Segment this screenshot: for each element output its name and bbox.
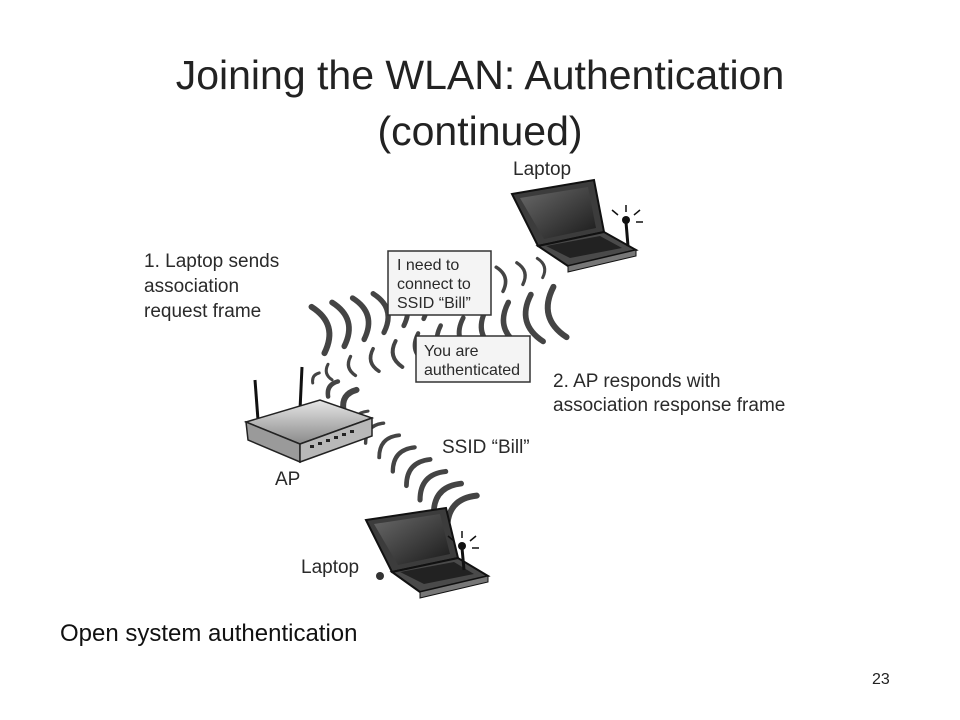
ap-label: AP bbox=[275, 469, 300, 490]
wave-arc bbox=[535, 256, 547, 280]
wave-arc bbox=[390, 445, 417, 474]
laptop-bottom-icon bbox=[364, 506, 491, 599]
ssid-label: SSID “Bill” bbox=[442, 437, 530, 458]
slide-title-line-2: (continued) bbox=[377, 108, 583, 154]
wave-arc bbox=[325, 379, 341, 399]
wave-arc bbox=[370, 291, 391, 336]
response-message-box: You are authenticated bbox=[415, 335, 531, 383]
wave-arc bbox=[311, 371, 321, 385]
step1-line-3: request frame bbox=[144, 301, 261, 322]
wave-arc bbox=[324, 362, 334, 382]
laptop-bottom-label: Laptop bbox=[301, 557, 359, 578]
wave-arc bbox=[368, 346, 381, 374]
wave-arc bbox=[329, 299, 352, 350]
wave-arc bbox=[346, 354, 358, 378]
step2-line-2: association response frame bbox=[553, 395, 785, 416]
wave-arc bbox=[404, 457, 433, 489]
page-number: 23 bbox=[872, 671, 890, 688]
laptop-top-icon bbox=[510, 178, 643, 273]
slide-title-line-1: Joining the WLAN: Authentication bbox=[175, 52, 785, 98]
wave-arc bbox=[377, 433, 402, 460]
wave-arc bbox=[417, 468, 449, 503]
wave-arc bbox=[308, 303, 333, 357]
step2-line-1: 2. AP responds with bbox=[553, 371, 721, 392]
response-box-line-1: You are bbox=[424, 343, 479, 360]
step1-line-1: 1. Laptop sends bbox=[144, 251, 279, 272]
wave-arc bbox=[515, 261, 527, 287]
wave-arc bbox=[349, 295, 372, 343]
request-box-line-2: connect to bbox=[397, 276, 471, 293]
wave-arc bbox=[340, 386, 360, 414]
wave-arc bbox=[444, 492, 480, 532]
request-message-box: I need to connect to SSID “Bill” bbox=[387, 250, 492, 316]
request-box-line-1: I need to bbox=[397, 257, 459, 274]
wave-arc bbox=[522, 291, 546, 345]
wave-arc bbox=[494, 265, 508, 294]
response-box-line-2: authenticated bbox=[424, 362, 520, 379]
step1-line-2: association bbox=[144, 276, 239, 297]
access-point-icon bbox=[243, 366, 375, 464]
wave-arc bbox=[390, 339, 405, 369]
request-box-line-3: SSID “Bill” bbox=[397, 295, 471, 312]
slide-caption: Open system authentication bbox=[60, 620, 358, 647]
wave-arc bbox=[544, 283, 570, 341]
laptop-top-label: Laptop bbox=[513, 159, 571, 180]
